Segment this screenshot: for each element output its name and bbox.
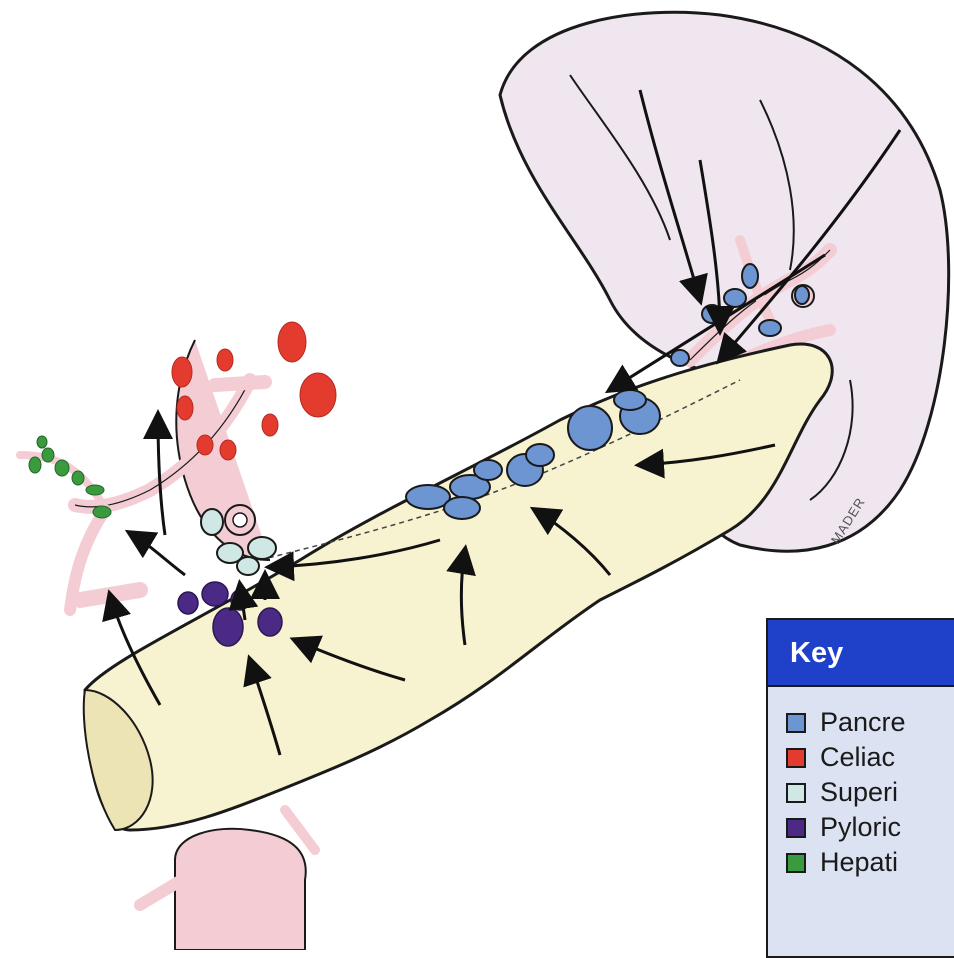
key-swatch — [786, 783, 806, 803]
key-item-celiac: Celiac — [786, 740, 954, 775]
superior-mesenteric-artery-lumen — [233, 513, 247, 527]
key-label: Hepati — [820, 847, 898, 878]
key-swatch — [786, 713, 806, 733]
key-label: Celiac — [820, 742, 895, 773]
key-swatch — [786, 853, 806, 873]
key-item-pancreaticosplenic: Pancre — [786, 705, 954, 740]
splenic-artery-stub — [215, 382, 265, 385]
key-label: Superi — [820, 777, 898, 808]
key-item-pyloric: Pyloric — [786, 810, 954, 845]
aorta — [175, 829, 306, 950]
key-label: Pyloric — [820, 812, 901, 843]
key-item-superior-mesenteric: Superi — [786, 775, 954, 810]
key-title: Key — [768, 637, 843, 669]
key-list: Pancre Celiac Superi Pyloric Hepati — [768, 687, 954, 880]
key-swatch — [786, 818, 806, 838]
key-header: Key — [768, 620, 954, 687]
key-label: Pancre — [820, 707, 906, 738]
key-panel: Key Pancre Celiac Superi Pyloric Hepati — [766, 618, 954, 958]
key-item-hepatic: Hepati — [786, 845, 954, 880]
key-swatch — [786, 748, 806, 768]
